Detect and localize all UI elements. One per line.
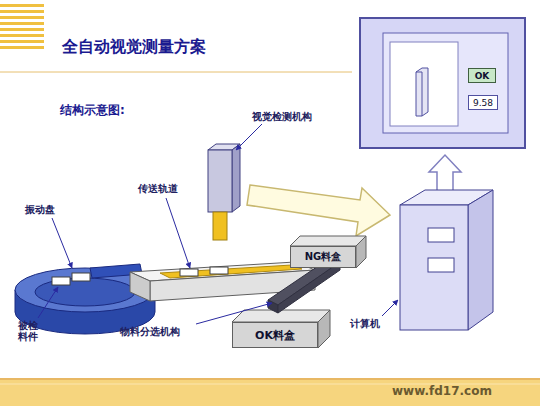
computer-slot xyxy=(428,258,454,272)
camera xyxy=(232,144,240,212)
computer xyxy=(400,205,468,330)
leader-line xyxy=(166,198,190,268)
track-strip xyxy=(160,265,302,278)
ng-bin xyxy=(356,236,366,268)
leader-line xyxy=(38,287,58,318)
status-box: OK xyxy=(468,68,496,83)
subtitle: 结构示意图: xyxy=(60,104,125,118)
image-panel xyxy=(390,42,458,126)
part-label: 视觉检测机构 xyxy=(252,111,312,123)
leader-line xyxy=(382,300,398,316)
conveyor-track xyxy=(130,272,150,301)
sorter xyxy=(278,262,340,313)
signal-arrow xyxy=(247,185,390,236)
part-label: 传送轨道 xyxy=(138,183,178,195)
value-box: 9.58 xyxy=(468,95,498,110)
data-arrow xyxy=(429,155,461,192)
part-label: 物料分选机构 xyxy=(120,326,180,338)
box-text: 9.58 xyxy=(473,98,493,108)
footer-band xyxy=(0,380,540,406)
monitor xyxy=(360,18,525,148)
box-text: NG料盒 xyxy=(305,250,342,264)
slide-title: 全自动视觉测量方案 xyxy=(62,38,206,56)
decor-stripes xyxy=(0,4,44,49)
ok-bin: OK料盒 xyxy=(232,322,318,348)
leader-line xyxy=(236,124,262,150)
part xyxy=(52,277,70,285)
part-label: 振动盘 xyxy=(25,204,55,216)
part-label: 计算机 xyxy=(350,318,380,330)
sorter xyxy=(268,300,278,313)
ok-bin xyxy=(232,310,330,322)
vibration-bowl xyxy=(35,278,135,306)
leader-line xyxy=(196,303,272,324)
part-image xyxy=(416,72,422,73)
computer-slot xyxy=(428,228,454,242)
ng-bin xyxy=(290,236,366,246)
decor-line xyxy=(0,72,352,73)
vibration-bowl xyxy=(15,268,155,312)
camera-lens xyxy=(213,212,227,240)
footer-line xyxy=(0,378,540,380)
part-image xyxy=(416,68,428,116)
monitor-screen xyxy=(383,33,508,133)
part xyxy=(72,273,90,281)
camera xyxy=(208,150,232,212)
part-label: 被检料件 xyxy=(18,320,38,342)
box-text: OK料盒 xyxy=(255,328,295,343)
leader-line xyxy=(52,218,72,268)
part-image xyxy=(422,72,423,116)
ng-bin: NG料盒 xyxy=(290,246,356,268)
watermark: www.fd17.com xyxy=(392,385,492,399)
ok-bin xyxy=(318,310,330,348)
part xyxy=(210,267,228,274)
box-text: OK xyxy=(475,71,490,81)
computer xyxy=(468,190,493,330)
part xyxy=(180,269,198,276)
